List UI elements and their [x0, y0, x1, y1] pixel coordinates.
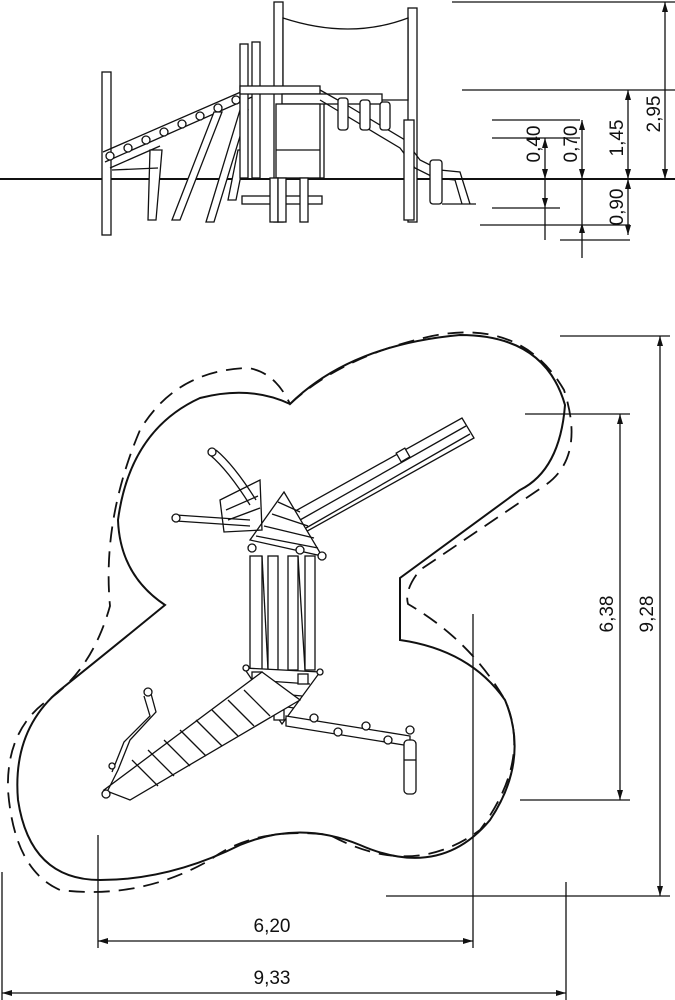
plan-top-platform	[247, 490, 327, 561]
dim-depth: 0,90	[607, 189, 628, 226]
dim-height-070: 0,70	[561, 126, 582, 163]
dim-inner-height: 6,38	[597, 596, 618, 633]
climbing-ramp	[102, 87, 253, 223]
elevation-view: 2,95 1,45 0,70 0,40 0,90	[0, 1, 675, 258]
fall-zone-outline	[7, 331, 573, 893]
dim-platform-height: 1,45	[607, 120, 628, 157]
plan-arm	[285, 713, 417, 795]
dim-height-040: 0,40	[524, 126, 545, 163]
dim-outer-width: 9,33	[254, 968, 291, 989]
plan-view: 6,38 9,28 6,20 9,33	[1, 331, 670, 1000]
impact-area-outline	[16, 333, 567, 882]
tower	[239, 1, 418, 223]
dim-inner-width: 6,20	[254, 916, 291, 937]
dim-total-height: 2,95	[644, 96, 665, 133]
plan-bridge	[249, 555, 316, 671]
plan-side-ladder	[171, 447, 263, 533]
dim-outer-height: 9,28	[637, 596, 658, 633]
plan-climbing-ladder	[101, 671, 302, 801]
plan-slide	[289, 417, 475, 535]
slide	[319, 89, 476, 221]
elevation-dimensions: 2,95 1,45 0,70 0,40 0,90	[452, 1, 675, 258]
plan-dimensions: 6,38 9,28 6,20 9,33	[1, 335, 670, 1000]
